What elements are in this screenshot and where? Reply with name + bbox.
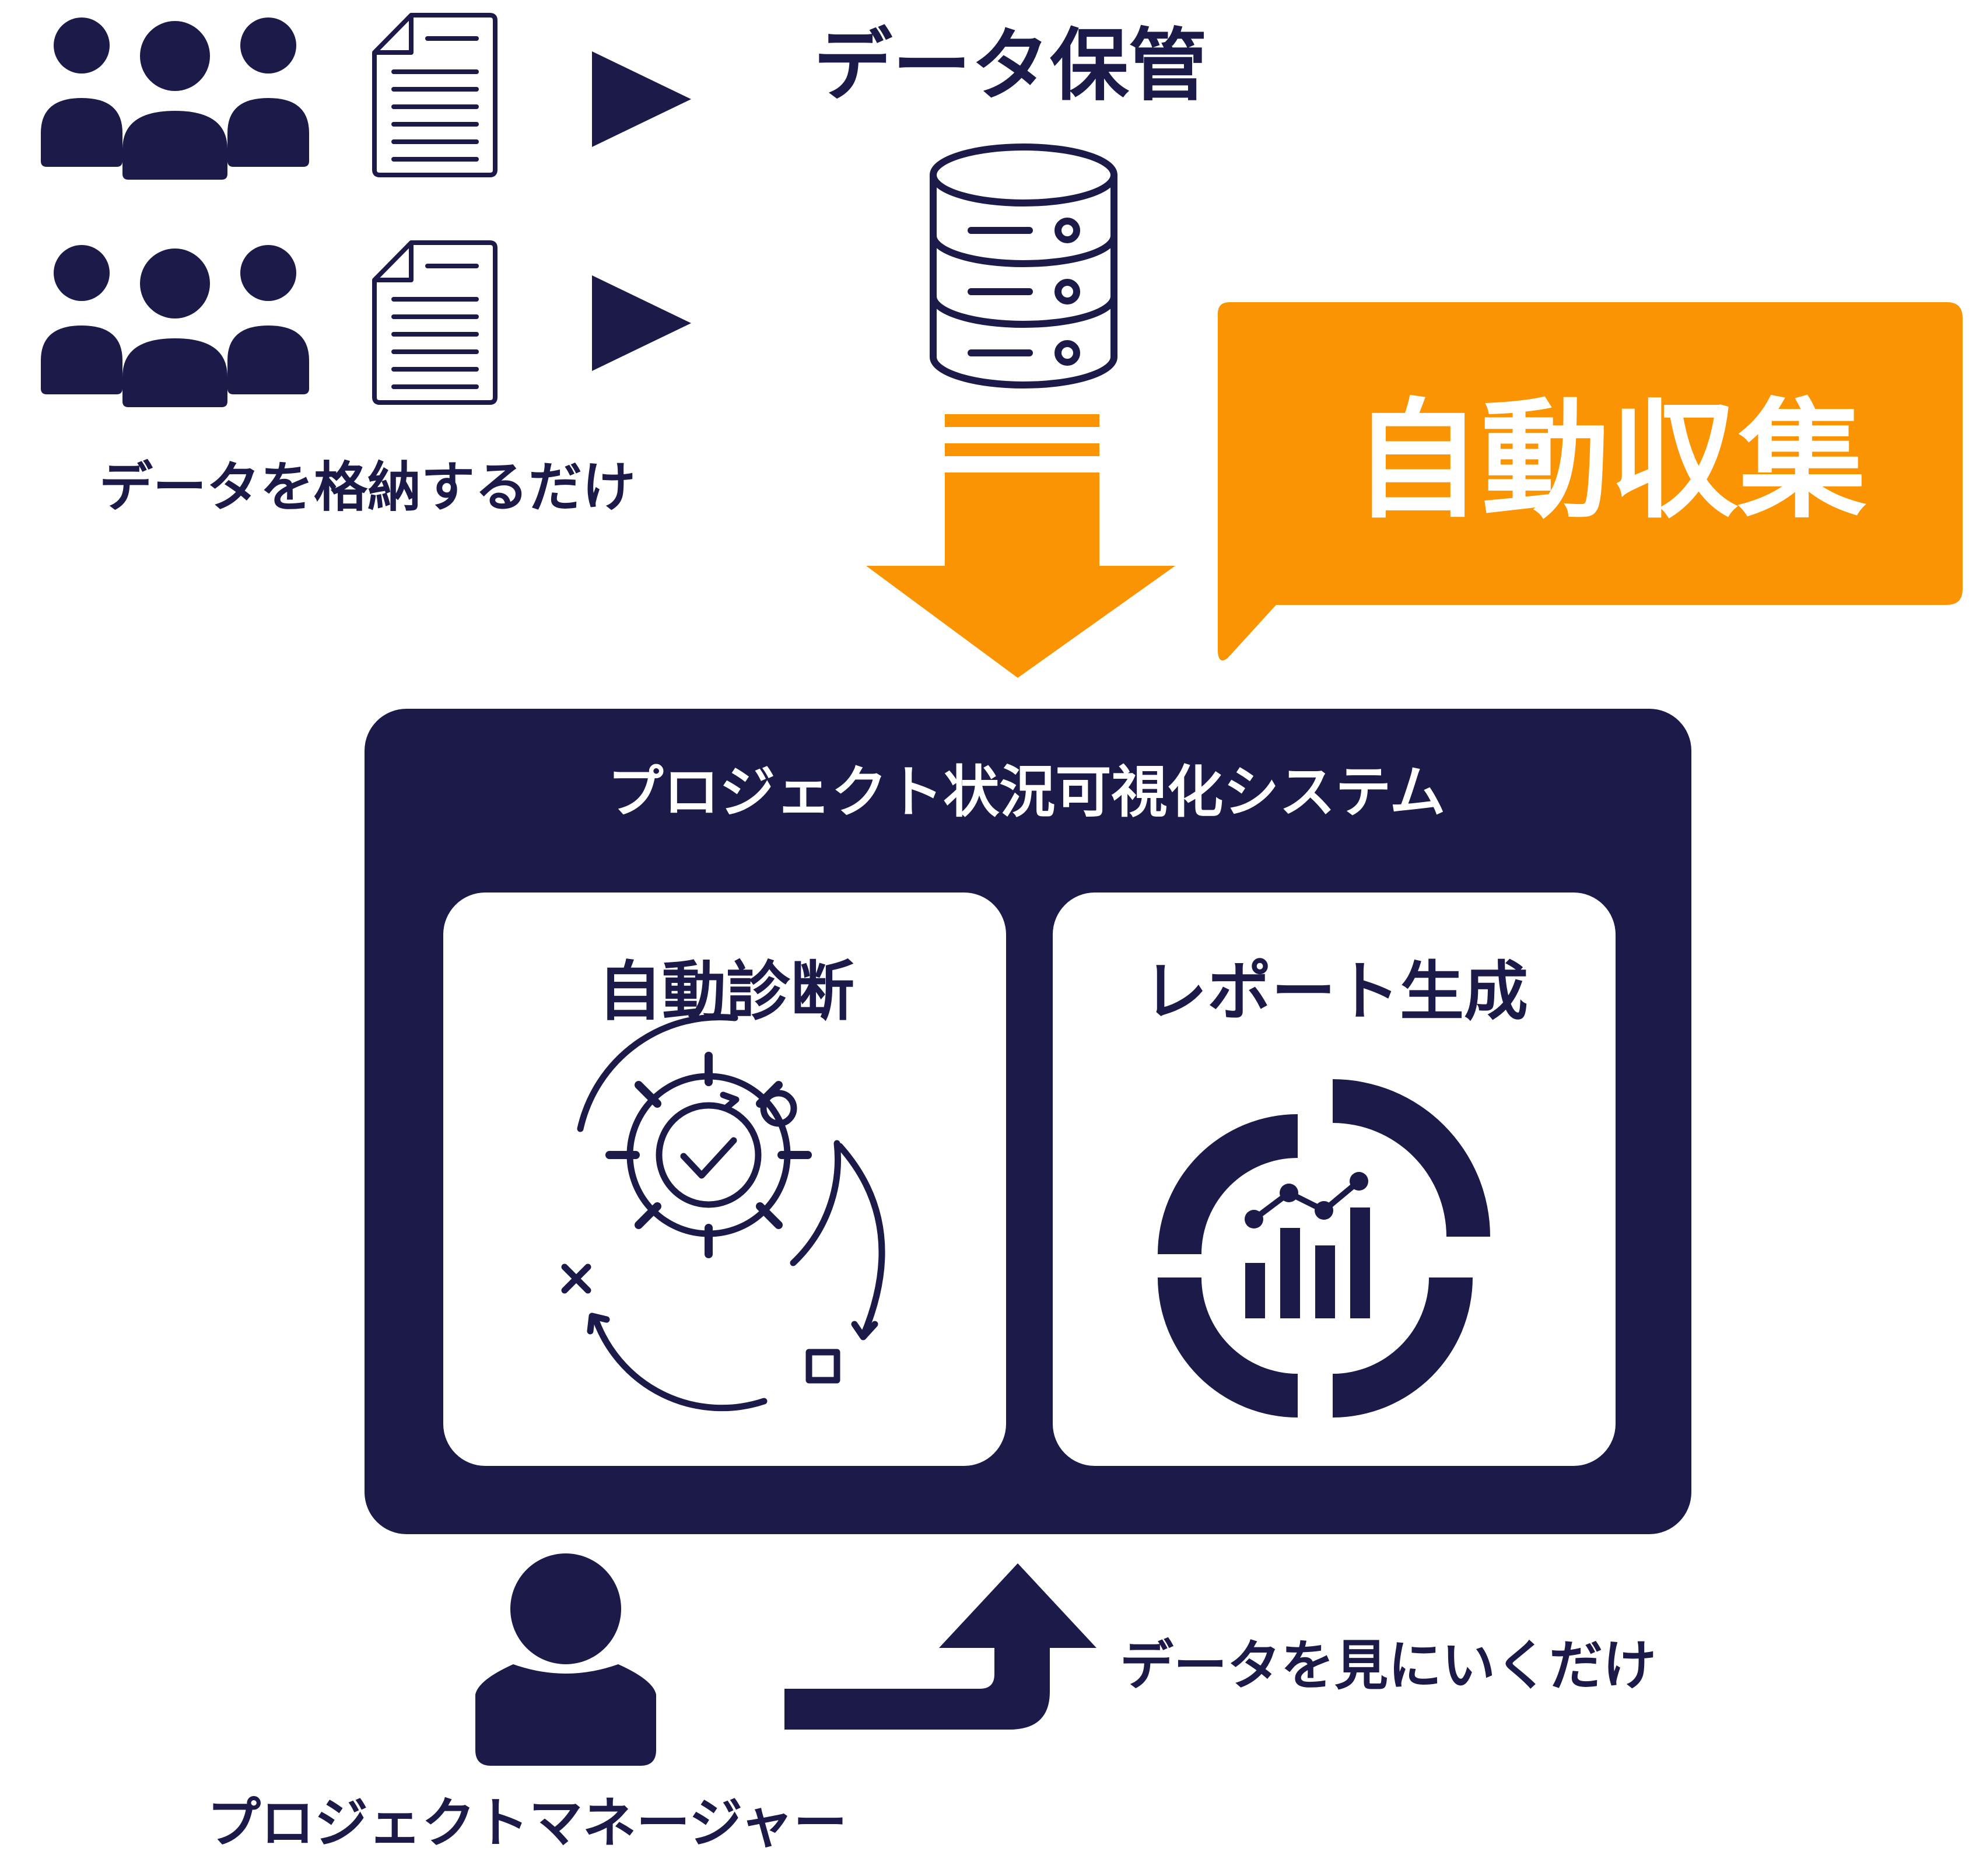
storage-title: データ保管 xyxy=(814,20,1207,111)
down-arrow-icon xyxy=(866,414,1175,678)
card-label-auto-diagnosis: 自動診断 xyxy=(598,954,854,1029)
card-label-report-generation: レポート生成 xyxy=(1143,954,1528,1029)
people-group-icon xyxy=(41,245,309,407)
report-donut-chart-icon xyxy=(1158,1079,1490,1418)
gear-cycle-check-icon xyxy=(561,1014,885,1412)
document-icon xyxy=(374,15,495,175)
people-group-icon xyxy=(41,18,309,180)
input-caption: データを格納するだけ xyxy=(99,456,636,519)
document-icon xyxy=(374,243,495,402)
input-row-2 xyxy=(41,243,691,407)
input-row-1 xyxy=(41,15,691,180)
play-arrow-icon xyxy=(592,275,691,371)
turn-up-arrow-icon xyxy=(784,1563,1096,1730)
user-role-label: プロジェクトマネージャー xyxy=(207,1792,847,1854)
callout-text: 自動収集 xyxy=(1353,386,1867,536)
database-icon xyxy=(930,144,1117,388)
person-icon xyxy=(475,1553,656,1766)
user-action-caption: データを見にいくだけ xyxy=(1120,1634,1657,1697)
system-title: プロジェクト状況可視化システム xyxy=(607,760,1446,825)
play-arrow-icon xyxy=(592,51,691,147)
callout-bubble xyxy=(1218,302,1963,661)
